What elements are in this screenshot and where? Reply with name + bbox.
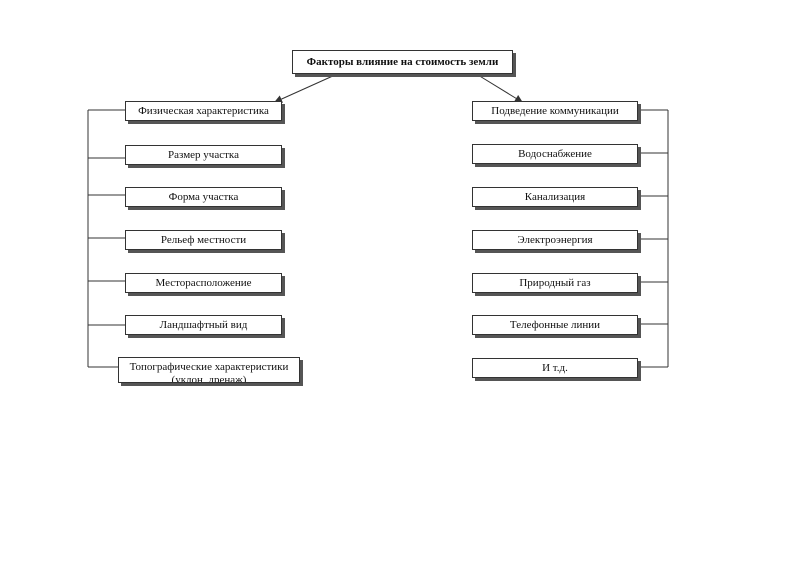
- right-item-water: Водоснабжение: [472, 144, 638, 164]
- left-item-label: Размер участка: [168, 149, 239, 161]
- right-item-sewer: Канализация: [472, 187, 638, 207]
- left-item-sublabel: (уклон, дренаж): [171, 374, 247, 383]
- left-item-physical: Физическая характеристика: [125, 101, 282, 121]
- left-item-landscape: Ландшафтный вид: [125, 315, 282, 335]
- right-item-label: Водоснабжение: [518, 148, 592, 160]
- left-item-label: Месторасположение: [155, 277, 252, 289]
- left-item-topography: Топографические характеристики (уклон, д…: [118, 357, 300, 383]
- right-item-label: И т.д.: [542, 362, 568, 374]
- right-item-etc: И т.д.: [472, 358, 638, 378]
- right-item-label: Подведение коммуникации: [491, 105, 619, 117]
- left-item-shape: Форма участка: [125, 187, 282, 207]
- right-item-electricity: Электроэнергия: [472, 230, 638, 250]
- root-factor-box: Факторы влияние на стоимость земли: [292, 50, 513, 74]
- right-item-utilities: Подведение коммуникации: [472, 101, 638, 121]
- right-item-label: Природный газ: [519, 277, 591, 289]
- left-item-relief: Рельеф местности: [125, 230, 282, 250]
- left-item-label: Топографические характеристики: [129, 361, 289, 373]
- left-item-label: Форма участка: [168, 191, 239, 203]
- right-item-label: Телефонные линии: [509, 319, 601, 331]
- arrow-root-to-left: [274, 74, 336, 103]
- right-item-gas: Природный газ: [472, 273, 638, 293]
- left-item-label: Физическая характеристика: [138, 105, 269, 117]
- left-item-size: Размер участка: [125, 145, 282, 165]
- left-item-location: Месторасположение: [125, 273, 282, 293]
- right-item-label: Канализация: [524, 191, 586, 203]
- left-item-label: Рельеф местности: [160, 234, 247, 246]
- arrow-root-to-right: [477, 74, 523, 103]
- right-item-label: Электроэнергия: [517, 234, 593, 246]
- left-item-label: Ландшафтный вид: [159, 319, 248, 331]
- root-factor-label: Факторы влияние на стоимость земли: [306, 56, 499, 68]
- right-item-phone: Телефонные линии: [472, 315, 638, 335]
